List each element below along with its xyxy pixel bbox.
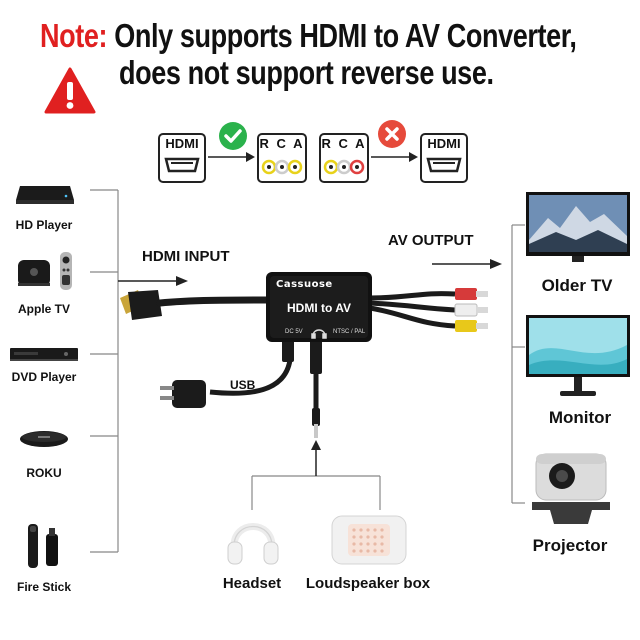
usb-plug-icon (160, 380, 206, 408)
cross-icon (378, 120, 406, 148)
headphone-icon (311, 329, 327, 339)
hdmi-port-icon (158, 133, 206, 183)
usb-label: USB (230, 378, 256, 392)
note-line-1: Note: Only supports HDMI to AV Converter… (40, 17, 577, 54)
hdmi-plug-icon (120, 290, 162, 320)
av-output-header: AV OUTPUT (388, 232, 474, 249)
roku-icon (20, 431, 68, 447)
hdmi-port-icon (420, 133, 468, 183)
apple-tv-icon (18, 252, 72, 290)
flow-step-2-label: R C A (259, 136, 305, 151)
tv-icon (526, 192, 630, 262)
audio-device-label: Headset (222, 575, 282, 592)
flow-step-3-label: R C A (321, 136, 367, 151)
speaker-icon (331, 515, 407, 565)
input-device-label: HD Player (15, 218, 73, 232)
flow-step-4-label: HDMI (427, 136, 461, 151)
audio-device-label: Loudspeaker box (305, 575, 431, 592)
flow-step-1-label: HDMI (165, 136, 199, 151)
check-icon (219, 122, 247, 150)
hdmi-input-header: HDMI INPUT (142, 248, 230, 265)
input-device-label: Apple TV (17, 302, 71, 316)
input-device-label: ROKU (26, 466, 62, 480)
rca-port-icon (257, 133, 307, 183)
monitor-icon (526, 315, 630, 396)
warning-icon (44, 67, 96, 114)
note-prefix: Note: (40, 17, 108, 54)
brand-logo: Cassuose (276, 279, 333, 290)
arrow-right-icon (371, 152, 418, 162)
input-device-label: DVD Player (11, 370, 77, 384)
note-text-1: Only supports HDMI to AV Converter, (114, 17, 577, 54)
fire-stick-icon (28, 524, 58, 568)
converter-title: HDMI to AV (287, 301, 351, 315)
dc-port-label: DC 5V (285, 329, 303, 335)
ntsc-pal-label: NTSC / PAL (333, 329, 366, 335)
flow-diagram: HDMI R C A R C A (0, 0, 640, 200)
projector-icon (532, 453, 610, 524)
output-device-label: Older TV (541, 276, 613, 295)
dvd-player-icon (10, 348, 78, 361)
output-device-label: Projector (532, 536, 608, 555)
input-device-label: Fire Stick (16, 580, 72, 594)
note-text-2: does not support reverse use. (119, 54, 494, 91)
headset-icon (227, 523, 279, 565)
output-device-label: Monitor (548, 408, 612, 427)
arrow-right-icon (208, 152, 255, 162)
hd-player-icon (16, 186, 74, 204)
rca-port-icon (319, 133, 369, 183)
